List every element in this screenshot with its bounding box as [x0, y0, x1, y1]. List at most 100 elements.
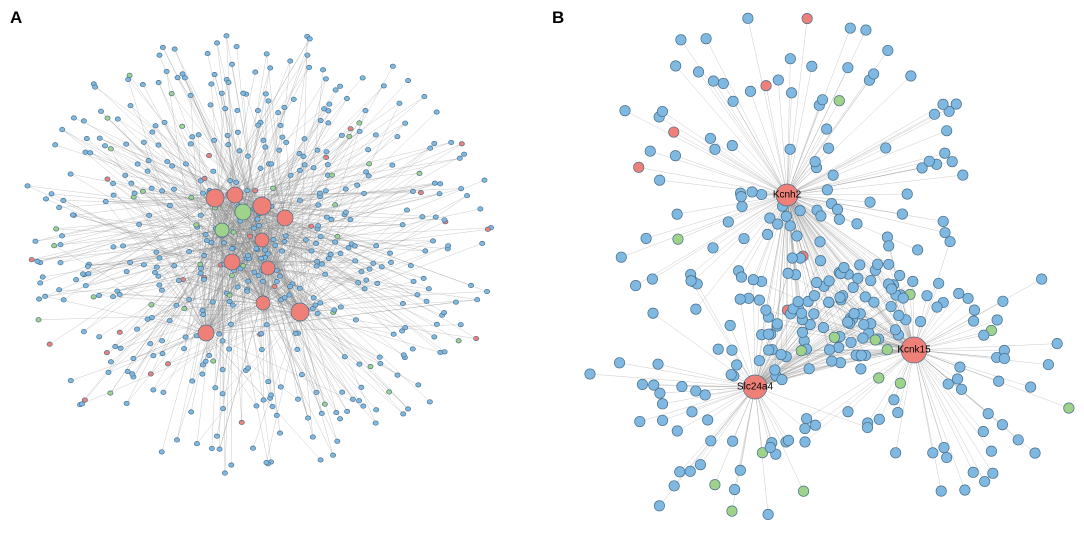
mirna-node — [169, 163, 176, 169]
mirna-node — [207, 102, 214, 108]
mirna-node — [189, 134, 196, 140]
mirna-node — [140, 139, 147, 145]
mirna-node — [267, 65, 274, 71]
edge — [63, 200, 301, 313]
edge — [227, 135, 263, 241]
mirna-node — [699, 389, 711, 401]
mirna-node — [771, 318, 783, 330]
mirna-node — [388, 259, 394, 265]
mirna-node — [167, 202, 173, 209]
edge — [242, 211, 255, 273]
mirna-node — [857, 332, 869, 344]
mirna-node — [452, 299, 459, 305]
mirna-node — [53, 226, 60, 232]
mirna-node — [1051, 338, 1063, 350]
edge — [90, 152, 263, 241]
mirna-node — [255, 273, 262, 279]
edge — [750, 91, 788, 196]
mirna-node — [110, 181, 117, 187]
mirna-node — [690, 385, 702, 397]
mirna-node — [1025, 381, 1037, 393]
mirna-node — [431, 140, 438, 147]
mirna-node — [314, 310, 321, 316]
edge — [108, 332, 207, 373]
target-hub-node — [197, 324, 215, 342]
edge — [214, 197, 285, 242]
mirna-node — [727, 435, 739, 447]
edge — [205, 332, 257, 407]
mirna-node — [200, 190, 206, 196]
edge — [205, 332, 321, 461]
mirna-node — [414, 292, 421, 298]
mirna-node — [250, 445, 256, 451]
mirna-node — [967, 466, 979, 478]
mirna-node — [181, 75, 188, 81]
mirna-node — [734, 293, 746, 305]
edge — [183, 194, 236, 349]
mirna-node — [756, 447, 768, 459]
edge — [231, 170, 301, 263]
edge — [155, 125, 233, 263]
mirna-node — [323, 154, 330, 160]
edge — [214, 173, 420, 199]
edge — [110, 148, 207, 334]
mirna-node — [817, 322, 829, 334]
edge — [203, 261, 233, 315]
mirna-node — [854, 259, 866, 271]
mirna-node — [124, 368, 131, 374]
edge — [131, 183, 301, 313]
mirna-node — [164, 159, 171, 165]
mirna-node — [359, 75, 366, 81]
target-hub-node — [255, 295, 271, 311]
edge — [284, 217, 316, 306]
mirna-node — [283, 139, 290, 145]
mirna-node — [881, 344, 893, 356]
mirna-node — [110, 192, 117, 198]
edge — [261, 239, 312, 252]
edge — [49, 229, 223, 345]
mirna-node — [808, 290, 820, 302]
mirna-node — [117, 345, 124, 351]
mirna-node — [684, 465, 696, 477]
edge — [205, 138, 305, 334]
edge — [242, 211, 362, 272]
edge — [214, 197, 406, 328]
mirna-node — [299, 371, 305, 378]
edge — [261, 216, 423, 241]
edge — [221, 229, 223, 341]
edge — [284, 156, 304, 219]
mirna-node — [277, 384, 284, 390]
mirna-node — [332, 87, 339, 93]
edge — [299, 36, 308, 313]
mirna-node — [979, 475, 991, 488]
mirna-node — [400, 352, 407, 358]
mirna-node — [400, 301, 406, 307]
mirna-node — [204, 238, 210, 244]
mirna-node — [148, 302, 155, 308]
edge — [126, 143, 236, 196]
edge — [786, 194, 825, 287]
mirna-node — [833, 213, 845, 225]
edge — [221, 67, 271, 231]
mirna-node — [389, 63, 396, 69]
mirna-node — [647, 307, 659, 319]
mirna-node — [322, 76, 329, 82]
mirna-node — [226, 292, 233, 298]
edge — [205, 245, 449, 334]
mirna-node — [937, 215, 949, 227]
mirna-node — [882, 44, 894, 57]
mirna-node — [148, 314, 155, 321]
edge — [216, 205, 263, 437]
edge — [888, 264, 915, 351]
edge — [216, 42, 236, 196]
edge — [189, 239, 263, 252]
edge — [754, 300, 760, 388]
mirna-node — [977, 426, 989, 438]
edge — [242, 211, 424, 279]
mirna-node — [87, 150, 94, 156]
edge — [164, 122, 264, 304]
edge — [60, 211, 244, 245]
edge — [202, 310, 301, 313]
mirna-node — [260, 397, 267, 403]
mirna-node — [342, 186, 349, 192]
